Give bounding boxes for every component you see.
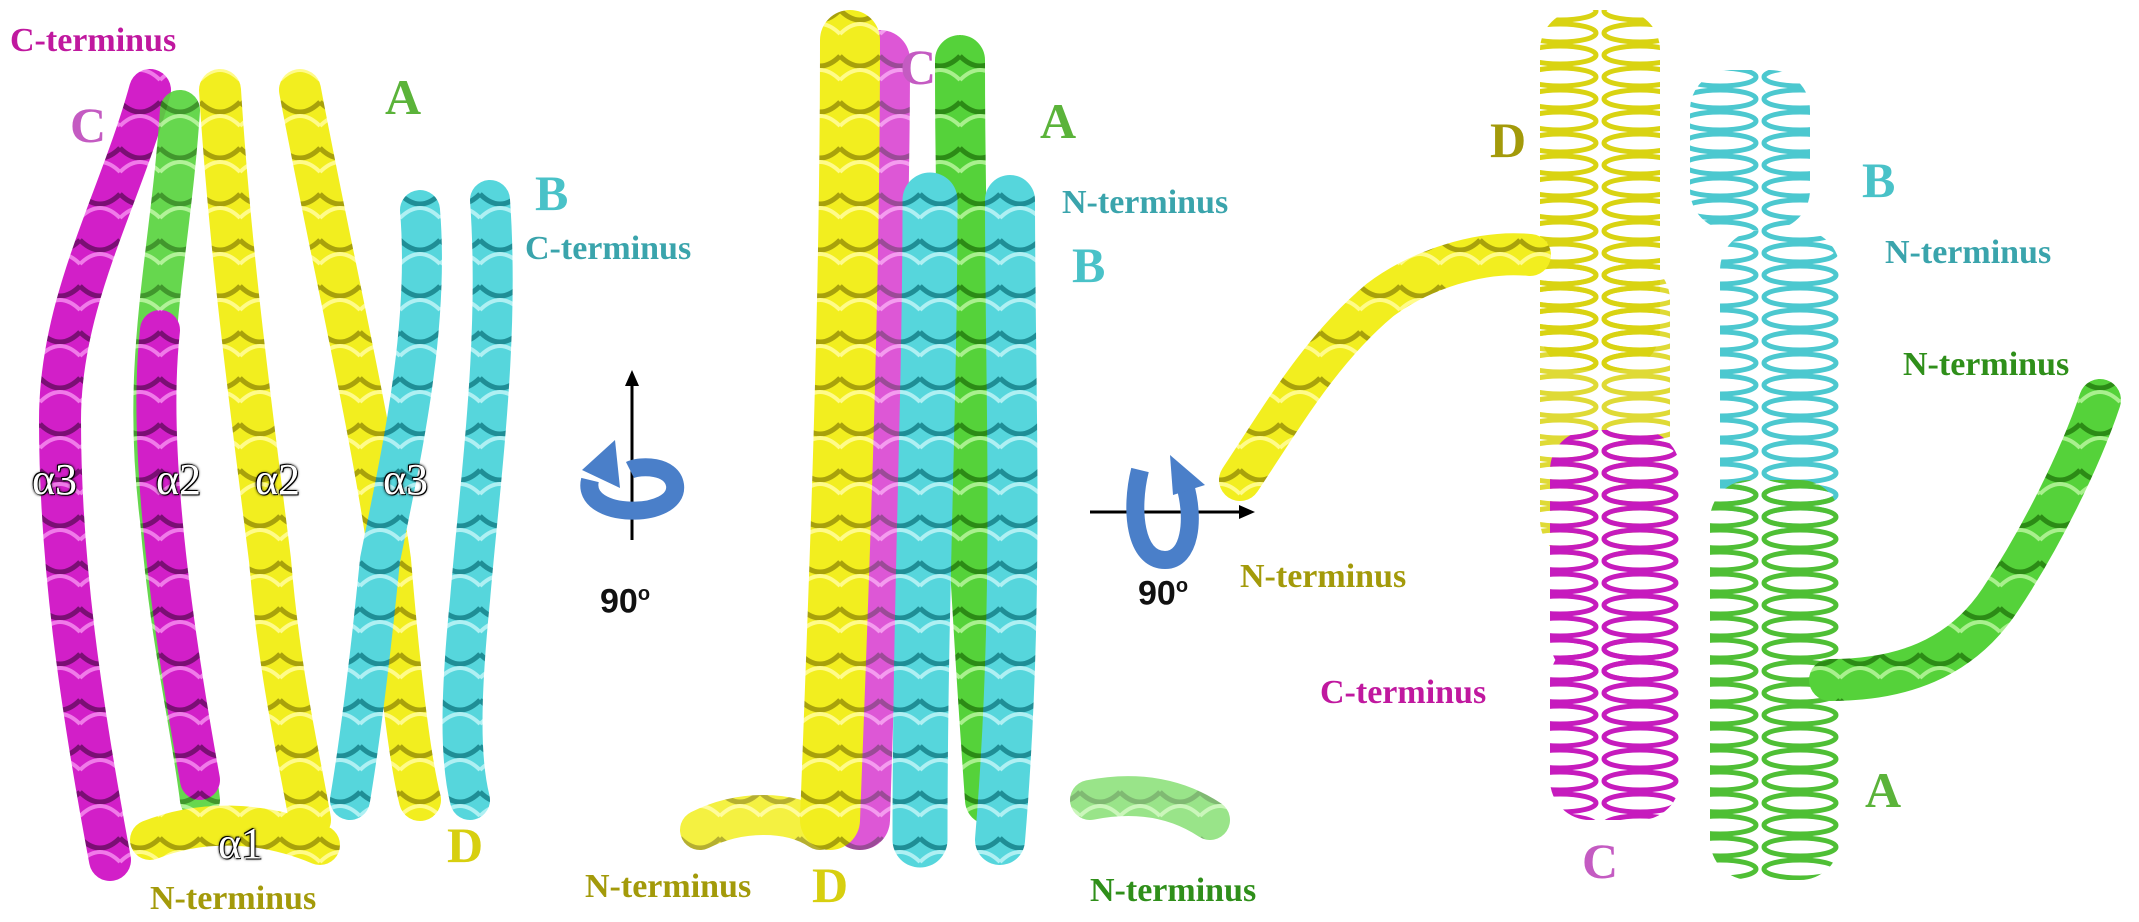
rotate-around-vertical-axis-icon <box>570 370 690 550</box>
rotation-angle-label: 90o <box>600 584 650 618</box>
chain-d-label: D <box>1490 115 1526 165</box>
chain-c-label: C <box>900 42 936 92</box>
right-panel-ribbons <box>1240 10 2100 880</box>
rotation-angle-label: 90o <box>1138 576 1188 610</box>
chain-c-label: C <box>70 100 106 150</box>
chain-a-label: A <box>1865 765 1901 815</box>
n-terminus-label: N-terminus <box>1062 186 1228 220</box>
chain-a-label: A <box>385 72 421 122</box>
c-terminus-label: C-terminus <box>10 24 176 58</box>
n-terminus-label: N-terminus <box>150 882 316 916</box>
chain-c-label: C <box>1582 836 1618 886</box>
chain-b-label: B <box>535 168 568 218</box>
helix-alpha1-label: α1 <box>218 822 263 866</box>
chain-d-label: D <box>812 860 848 910</box>
helix-alpha3-label: α3 <box>383 458 428 502</box>
chain-d-label: D <box>447 820 483 870</box>
n-terminus-label: N-terminus <box>585 870 751 904</box>
helix-alpha2-label: α2 <box>156 458 201 502</box>
c-terminus-label: C-terminus <box>1320 676 1486 710</box>
helix-alpha2-label: α2 <box>255 458 300 502</box>
n-terminus-label: N-terminus <box>1240 560 1406 594</box>
n-terminus-label: N-terminus <box>1090 874 1256 908</box>
helix-alpha3-label: α3 <box>32 458 77 502</box>
chain-a-label: A <box>1040 96 1076 146</box>
middle-panel-ribbons <box>700 40 1210 840</box>
chain-b-label: B <box>1072 240 1105 290</box>
chain-b-label: B <box>1862 155 1895 205</box>
n-terminus-label: N-terminus <box>1885 236 2051 270</box>
rotate-around-horizontal-axis-icon <box>1085 450 1255 590</box>
c-terminus-label: C-terminus <box>525 232 691 266</box>
n-terminus-label: N-terminus <box>1903 348 2069 382</box>
